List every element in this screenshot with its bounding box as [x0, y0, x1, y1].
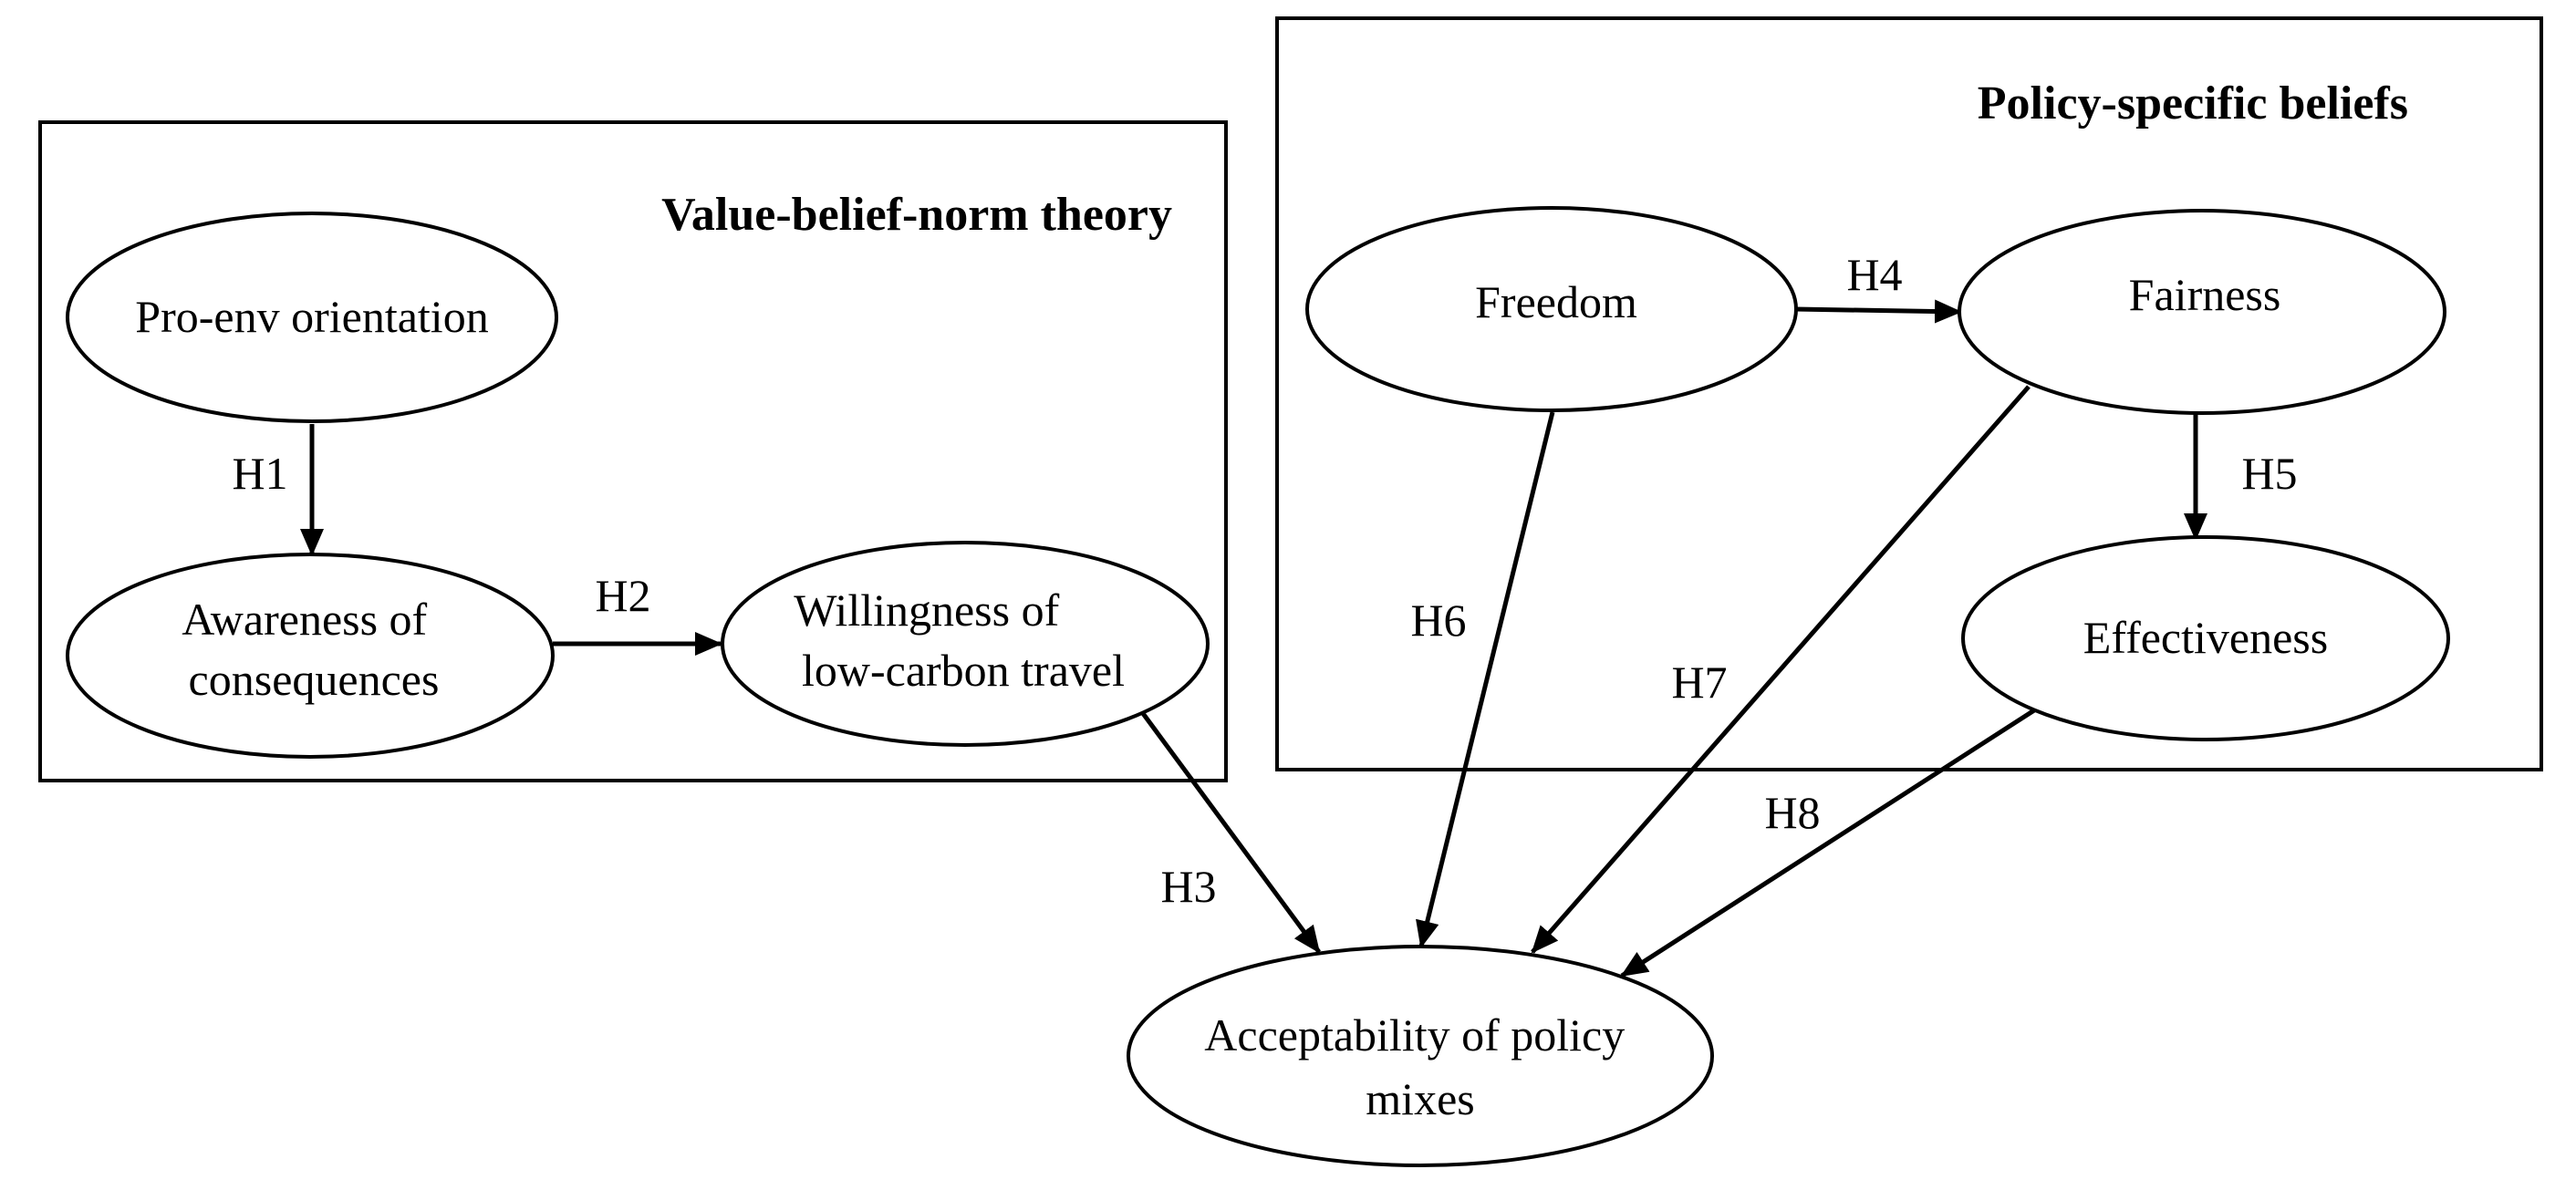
edge-h6-arrow — [1416, 411, 1555, 948]
value-belief-norm-group: Value-belief-norm theory — [38, 120, 1228, 782]
edge-h6-label: H6 — [1410, 595, 1466, 646]
edge-h1-label: H1 — [232, 448, 287, 499]
policy-beliefs-title: Policy-specific beliefs — [1978, 78, 2408, 129]
node-effectiveness: Effectiveness — [1961, 535, 2450, 741]
edge-h3-label: H3 — [1160, 861, 1216, 912]
node-effectiveness-label: Effectiveness — [2083, 612, 2328, 663]
node-fairness: Fairness — [1958, 209, 2446, 415]
value-belief-norm-frame — [38, 120, 1228, 782]
node-pro-env-orientation-line-1: Pro-env orientation — [135, 291, 488, 342]
edge-labels: H1 H2 H3 H4 H5 H6 H7 H8 — [232, 249, 2297, 912]
node-willingness-low-carbon-travel: Willingness of low-carbon travel — [721, 541, 1210, 747]
node-acceptability-label: Acceptability of policy mixes — [1204, 1009, 1636, 1124]
node-fairness-label: Fairness — [2129, 269, 2281, 320]
node-acceptability-line-2: mixes — [1366, 1073, 1474, 1124]
node-awareness-line-2: consequences — [189, 654, 440, 705]
node-pro-env-orientation-shape — [66, 212, 558, 423]
node-willingness-line-1: Willingness of — [794, 585, 1059, 636]
node-effectiveness-shape — [1961, 535, 2450, 741]
node-fairness-shape — [1958, 209, 2446, 415]
node-willingness-line-2: low-carbon travel — [802, 645, 1125, 696]
policy-beliefs-group: Policy-specific beliefs — [1275, 16, 2543, 771]
node-fairness-line-1: Fairness — [2129, 269, 2281, 320]
node-acceptability-of-policy-mixes: Acceptability of policy mixes — [1127, 945, 1714, 1167]
node-willingness-label: Willingness of low-carbon travel — [794, 585, 1125, 696]
edge-h3-arrow — [1139, 710, 1322, 954]
edge-h4-label: H4 — [1846, 249, 1902, 300]
node-freedom-line-1: Freedom — [1475, 276, 1637, 327]
edge-h2-label: H2 — [595, 570, 650, 621]
edges — [300, 299, 2207, 978]
edge-h7-label: H7 — [1671, 657, 1727, 708]
node-freedom-shape — [1305, 206, 1798, 412]
node-willingness-shape — [721, 541, 1210, 747]
policy-beliefs-frame — [1275, 16, 2543, 771]
node-acceptability-line-1: Acceptability of policy — [1204, 1009, 1625, 1061]
node-freedom: Freedom — [1305, 206, 1798, 412]
edge-h8-arrow — [1620, 708, 2036, 978]
node-awareness-line-1: Awareness of — [182, 594, 427, 645]
node-awareness-label: Awareness of consequences — [182, 594, 439, 705]
edge-h7-arrow — [1531, 385, 2031, 954]
node-pro-env-orientation-label: Pro-env orientation — [135, 291, 488, 342]
node-freedom-label: Freedom — [1475, 276, 1637, 327]
node-pro-env-orientation: Pro-env orientation — [66, 212, 558, 423]
edge-h5-label: H5 — [2241, 448, 2297, 499]
node-awareness-of-consequences: Awareness of consequences — [66, 553, 555, 759]
value-belief-norm-title: Value-belief-norm theory — [661, 189, 1172, 241]
node-awareness-shape — [66, 553, 555, 759]
node-acceptability-shape — [1127, 945, 1714, 1167]
node-effectiveness-line-1: Effectiveness — [2083, 612, 2328, 663]
edge-h4-arrow — [1794, 299, 1962, 324]
edge-h8-label: H8 — [1764, 787, 1820, 838]
